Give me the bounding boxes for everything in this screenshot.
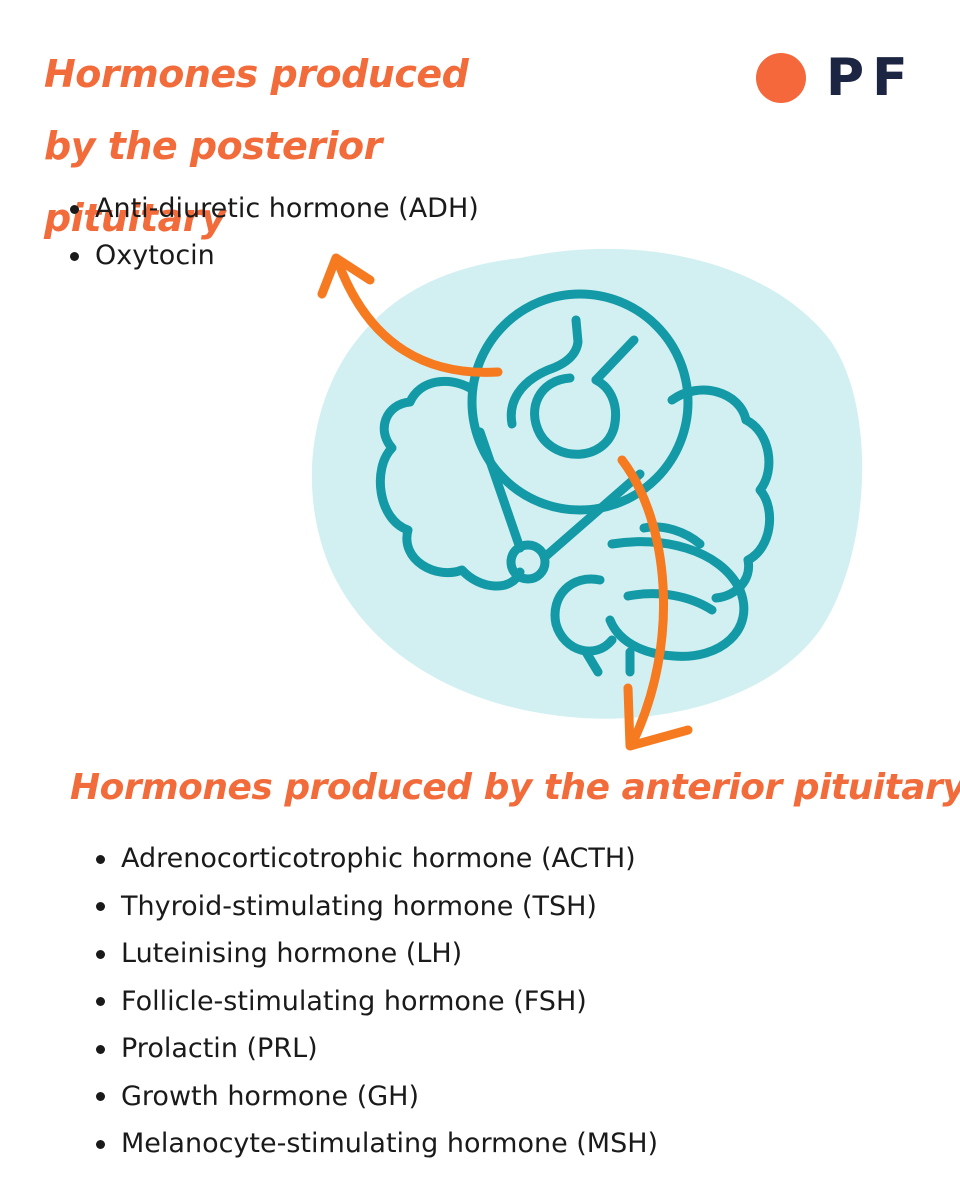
logo-dot (756, 53, 806, 103)
posterior-hormone-list: Anti-diuretic hormone (ADH) Oxytocin (66, 185, 479, 279)
pituitary-magnifier-icon (467, 289, 693, 515)
list-item: Luteinising hormone (LH) (92, 930, 658, 978)
logo-text: PF (826, 48, 916, 108)
list-item: Prolactin (PRL) (92, 1025, 658, 1073)
list-item: Oxytocin (66, 232, 479, 279)
list-item: Thyroid-stimulating hormone (TSH) (92, 883, 658, 931)
list-item: Adrenocorticotrophic hormone (ACTH) (92, 835, 658, 883)
arrow-up-left-icon (317, 253, 503, 377)
posterior-pituitary-heading: Hormones produced by the posterior pitui… (44, 52, 469, 240)
anterior-pituitary-heading: Hormones produced by the anterior pituit… (70, 767, 960, 808)
list-item: Melanocyte-stimulating hormone (MSH) (92, 1120, 658, 1168)
list-item: Growth hormone (GH) (92, 1073, 658, 1121)
list-item: Anti-diuretic hormone (ADH) (66, 185, 479, 232)
list-item: Follicle-stimulating hormone (FSH) (92, 978, 658, 1026)
anterior-hormone-list: Adrenocorticotrophic hormone (ACTH) Thyr… (92, 835, 658, 1168)
arrow-down-icon (617, 455, 693, 751)
pf-logo: PF (756, 48, 926, 108)
